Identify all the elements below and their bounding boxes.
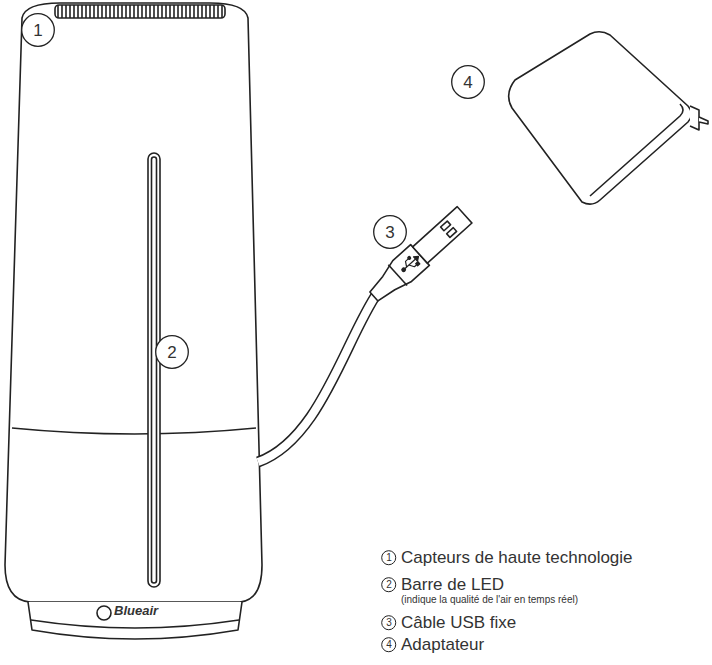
callout-circle: 4 bbox=[381, 637, 396, 652]
usb-symbol bbox=[398, 252, 423, 276]
callout-ring bbox=[382, 616, 396, 630]
callout-ring bbox=[156, 336, 189, 369]
callout-number: 1 bbox=[33, 22, 42, 39]
callout-ring bbox=[22, 14, 55, 47]
base-edge bbox=[31, 620, 239, 628]
callout-number: 4 bbox=[463, 74, 472, 91]
callout-ring bbox=[452, 66, 485, 99]
callout-circle: 1 bbox=[21, 13, 55, 47]
callout-circle: 3 bbox=[373, 215, 407, 249]
callout-circle: 4 bbox=[451, 65, 485, 99]
callout-ring bbox=[374, 216, 407, 249]
part-note: (indique la qualité de l'air en temps ré… bbox=[401, 594, 578, 606]
callout-number: 2 bbox=[386, 580, 392, 590]
callout-number: 4 bbox=[386, 640, 392, 650]
callout-number: 3 bbox=[386, 618, 392, 628]
part-name: Barre de LED bbox=[401, 575, 504, 595]
base bbox=[28, 602, 242, 639]
brand-logo: Blueair bbox=[114, 604, 158, 619]
callout-circle: 3 bbox=[381, 615, 396, 630]
plug-pin bbox=[690, 106, 699, 130]
callout-number: 2 bbox=[167, 344, 176, 361]
callout-ring bbox=[382, 551, 396, 565]
callout-circle: 2 bbox=[381, 577, 396, 592]
led-slot-inner bbox=[152, 157, 157, 583]
usb-plug bbox=[365, 204, 474, 306]
part-name: Capteurs de haute technologie bbox=[401, 548, 633, 568]
callout-ring bbox=[382, 578, 396, 592]
callout-ring bbox=[382, 638, 396, 652]
vent-grille bbox=[55, 5, 225, 18]
logo-mark bbox=[97, 606, 111, 620]
purifier-body bbox=[5, 3, 262, 602]
plug-prong bbox=[699, 117, 708, 124]
body-seam bbox=[12, 428, 256, 434]
adapter bbox=[509, 32, 692, 204]
led-slot bbox=[148, 153, 160, 587]
callout-circle: 2 bbox=[155, 335, 189, 369]
part-name: Adaptateur bbox=[401, 635, 484, 655]
part-name: Câble USB fixe bbox=[401, 613, 516, 633]
callout-circle: 1 bbox=[381, 550, 396, 565]
callout-number: 3 bbox=[385, 224, 394, 241]
usb-cable bbox=[258, 292, 378, 462]
adapter-edge bbox=[590, 104, 683, 196]
callout-number: 1 bbox=[386, 553, 392, 563]
